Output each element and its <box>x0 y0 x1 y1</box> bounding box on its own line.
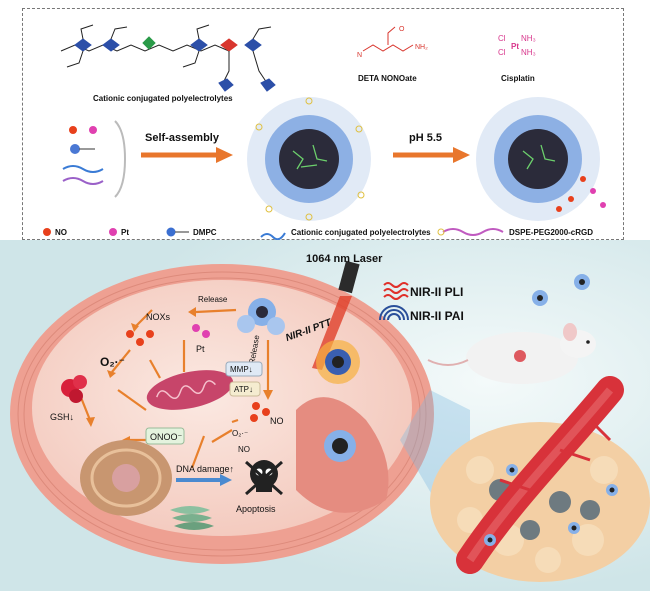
gsh-label: GSH↓ <box>50 412 74 422</box>
mechanism-scene: 1064 nm Laser NIR-II PLI NIR-II PAI <box>0 240 650 591</box>
no-molecules-icon <box>126 330 154 346</box>
superoxide-small-label: O₂·⁻ <box>232 429 248 438</box>
arrow-ph-icon <box>393 147 470 163</box>
gsh-cluster-icon <box>61 375 87 403</box>
peg-chain-icon <box>442 228 504 236</box>
cisplatin-structure-icon: Cl Cl NH₃ NH₃ Pt <box>498 34 536 57</box>
svg-text:Pt: Pt <box>511 42 519 51</box>
nucleus-icon <box>80 440 172 516</box>
legend-peg-label: DSPE-PEG2000-cRGD <box>509 228 593 237</box>
no-sphere-icon <box>43 228 51 236</box>
svg-text:Cl: Cl <box>498 48 506 57</box>
synthesis-panel: Cationic conjugated polyelectrolytes O N… <box>22 8 624 241</box>
nanoparticle-assembled-icon <box>247 97 371 221</box>
ph-label: pH 5.5 <box>409 132 442 144</box>
self-assembly-label: Self-assembly <box>145 132 220 144</box>
svg-text:NH₃: NH₃ <box>521 34 536 43</box>
superoxide-label: O₂·⁻ <box>100 355 125 369</box>
membrane-texture-icon <box>17 271 427 557</box>
deta-nonoate-label: DETA NONOate <box>358 74 417 83</box>
onoo-label: ONOO⁻ <box>150 432 183 442</box>
noxs-label: NOXs <box>146 312 171 322</box>
release-top-label: Release <box>198 295 228 304</box>
legend-no-label: NO <box>55 228 67 237</box>
endoplasmic-reticulum-icon <box>170 506 214 530</box>
polyelectrolyte-label: Cationic conjugated polyelectrolytes <box>93 94 233 103</box>
nanoparticle-endosome-icon <box>296 397 389 513</box>
photoacoustic-wave-icon <box>379 305 409 321</box>
skull-icon <box>245 460 283 496</box>
scene-graphics: 1064 nm Laser NIR-II PLI NIR-II PAI <box>0 240 650 591</box>
nir-pli-label: NIR-II PLI <box>410 285 463 299</box>
svg-text:N: N <box>357 52 362 59</box>
polymer-strand-icon <box>260 232 286 241</box>
arrow-self-assembly-icon <box>141 147 233 163</box>
pt-sphere-icon <box>109 228 117 236</box>
laser-label: 1064 nm Laser <box>306 253 383 265</box>
svg-text:O: O <box>399 26 405 33</box>
mouse-icon <box>427 323 596 384</box>
svg-text:NH₂: NH₂ <box>415 44 428 51</box>
lipid-icon <box>166 227 176 237</box>
atp-box <box>229 381 261 397</box>
no-label-b: NO <box>238 445 250 454</box>
tumor-nanoparticles-icon <box>484 464 618 546</box>
svg-text:NH₃: NH₃ <box>521 48 536 57</box>
arrow-dna-icon <box>176 474 232 486</box>
cisplatin-label: Cisplatin <box>501 74 535 83</box>
polyelectrolyte-structure-icon <box>60 24 276 92</box>
legend-pt-label: Pt <box>121 228 129 237</box>
photoluminescence-wave-icon <box>383 282 409 300</box>
synthesis-graphics: Cationic conjugated polyelectrolytes O N… <box>43 24 606 241</box>
circulating-nanoparticle-icon <box>532 274 590 306</box>
deta-nonoate-structure-icon: O N NH₂ <box>357 26 428 59</box>
svg-text:Cl: Cl <box>498 34 506 43</box>
nir-pai-label: NIR-II PAI <box>410 309 464 323</box>
nanoparticle-burst-icon <box>316 340 360 384</box>
mmp-box <box>225 361 263 377</box>
apoptosis-label: Apoptosis <box>236 504 276 514</box>
mmp-label: MMP↓ <box>230 365 253 374</box>
arrowheads <box>86 307 273 479</box>
components-cluster <box>62 120 127 198</box>
nanoparticle-releasing-icon <box>476 97 606 221</box>
legend-polyelectrolyte-label: Cationic conjugated polyelectrolytes <box>291 228 431 237</box>
no-cluster-icon <box>250 402 270 422</box>
no-label-a: NO <box>270 416 284 426</box>
legend: NO Pt DMPC Cationic conjugated polyelect… <box>43 227 593 241</box>
mitochondrion-icon <box>146 370 234 410</box>
atp-label: ATP↓ <box>234 385 253 394</box>
onoo-box <box>145 427 185 445</box>
pt-label: Pt <box>196 344 205 354</box>
nanoparticle-cluster-icon <box>237 298 285 335</box>
legend-dmpc-label: DMPC <box>193 228 217 237</box>
pt-molecules-icon <box>192 324 210 338</box>
dna-damage-label: DNA damage↑ <box>176 464 234 474</box>
